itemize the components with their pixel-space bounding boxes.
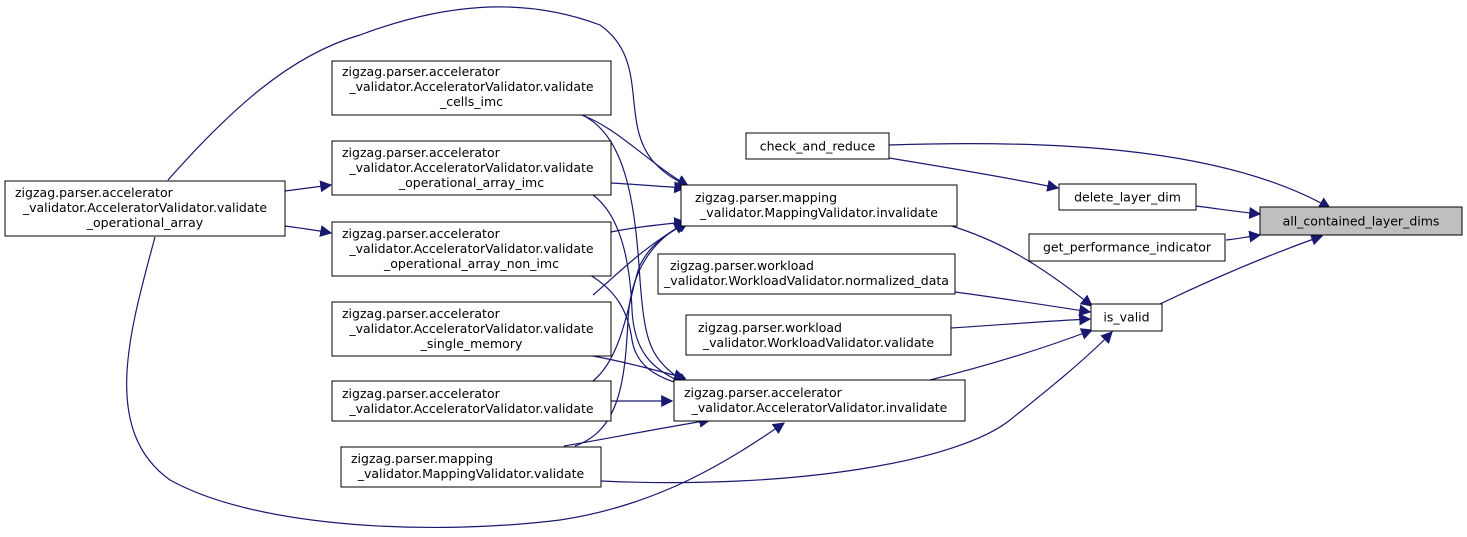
edge-op-array-imc-to-accel-invalidate bbox=[592, 194, 690, 387]
edge-cells-imc-to-mapping-invalidate bbox=[581, 114, 690, 187]
node-label-line-1: zigzag.parser.accelerator bbox=[342, 64, 501, 79]
edge-op-array-to-accel-invalidate bbox=[126, 236, 785, 529]
node-validate-operational-array-imc[interactable]: zigzag.parser.accelerator _validator.Acc… bbox=[331, 140, 612, 196]
node-validate-single-memory[interactable]: zigzag.parser.accelerator _validator.Acc… bbox=[331, 301, 612, 357]
edge-op-array-to-op-array-imc bbox=[284, 180, 333, 193]
node-mapping-invalidate[interactable]: zigzag.parser.mapping _validator.Mapping… bbox=[680, 184, 958, 227]
node-label-line-1: zigzag.parser.workload bbox=[670, 258, 814, 273]
node-label-line-3: _cells_imc bbox=[439, 94, 503, 109]
node-label: all_contained_layer_dims bbox=[1283, 214, 1440, 229]
node-label-line-3: _operational_array_non_imc bbox=[383, 256, 559, 271]
edge-workload-normalized-to-is-valid bbox=[954, 291, 1092, 317]
node-is-valid[interactable]: is_valid bbox=[1090, 303, 1163, 332]
edge-is-valid-to-root bbox=[1159, 233, 1324, 305]
node-label-line-1: zigzag.parser.accelerator bbox=[342, 145, 501, 160]
node-workload-validate[interactable]: zigzag.parser.workload _validator.Worklo… bbox=[685, 314, 952, 356]
node-label-line-2: _validator.AcceleratorValidator.validate bbox=[348, 241, 594, 256]
node-accel-invalidate[interactable]: zigzag.parser.accelerator _validator.Acc… bbox=[673, 379, 966, 422]
node-label-line-2: _validator.AcceleratorValidator.validate bbox=[348, 321, 594, 336]
node-delete-layer-dim[interactable]: delete_layer_dim bbox=[1058, 183, 1197, 211]
node-label-line-2: _validator.AcceleratorValidator.validate bbox=[348, 401, 594, 416]
edge-check-and-reduce-to-root bbox=[888, 142, 1332, 209]
edge-single-memory-to-accel-invalidate bbox=[592, 355, 687, 382]
node-label: delete_layer_dim bbox=[1074, 190, 1181, 205]
node-label-line-2: _validator.AcceleratorValidator.invalida… bbox=[691, 400, 948, 415]
node-label-line-1: zigzag.parser.mapping bbox=[695, 190, 837, 205]
node-label: get_performance_indicator bbox=[1043, 240, 1212, 255]
node-label-line-2: _validator.AcceleratorValidator.validate bbox=[22, 200, 268, 215]
node-validate-operational-array[interactable]: zigzag.parser.accelerator _validator.Acc… bbox=[4, 180, 286, 237]
node-label-line-1: zigzag.parser.mapping bbox=[351, 451, 493, 466]
edge-mapping-invalidate-to-is-valid bbox=[944, 223, 1093, 307]
node-label-line-3: _operational_array bbox=[86, 215, 204, 230]
edge-check-and-reduce-to-delete-layer-dim bbox=[888, 157, 1060, 192]
node-check-and-reduce[interactable]: check_and_reduce bbox=[745, 132, 890, 160]
node-mapping-validate[interactable]: zigzag.parser.mapping _validator.Mapping… bbox=[340, 446, 602, 488]
edge-get-performance-indicator-to-root bbox=[1225, 230, 1262, 243]
node-label-line-1: zigzag.parser.workload bbox=[698, 320, 842, 335]
edge-op-array-to-mapping-invalidate bbox=[167, 6, 690, 187]
node-label-line-3: _single_memory bbox=[420, 336, 523, 351]
edge-mapping-validate-to-accel-invalidate bbox=[563, 415, 712, 447]
edge-op-array-non-imc-to-accel-invalidate bbox=[589, 274, 690, 390]
node-label-line-3: _operational_array_imc bbox=[398, 175, 544, 190]
node-label-line-2: _validator.WorkloadValidator.normalized_… bbox=[663, 273, 949, 288]
edge-mapping-validate-to-is-valid bbox=[600, 331, 1113, 484]
node-all-contained-layer-dims[interactable]: all_contained_layer_dims bbox=[1259, 206, 1463, 236]
node-label-line-2: _validator.MappingValidator.validate bbox=[357, 466, 585, 481]
edge-workload-validate-to-is-valid bbox=[950, 313, 1092, 329]
node-label-line-1: zigzag.parser.accelerator bbox=[684, 385, 843, 400]
node-label-line-1: zigzag.parser.accelerator bbox=[342, 386, 501, 401]
node-label-line-1: zigzag.parser.accelerator bbox=[342, 306, 501, 321]
node-label-line-1: zigzag.parser.accelerator bbox=[15, 185, 174, 200]
node-label-line-2: _validator.AcceleratorValidator.validate bbox=[348, 79, 594, 94]
node-workload-normalized-data[interactable]: zigzag.parser.workload _validator.Worklo… bbox=[657, 253, 956, 295]
edge-op-array-imc-to-mapping-invalidate bbox=[610, 181, 687, 194]
node-label-line-1: zigzag.parser.accelerator bbox=[342, 226, 501, 241]
edge-delete-layer-dim-to-root bbox=[1195, 205, 1262, 219]
edge-accel-invalidate-to-is-valid bbox=[929, 328, 1094, 381]
node-label: is_valid bbox=[1103, 310, 1149, 325]
node-label: check_and_reduce bbox=[760, 139, 876, 154]
node-validate-operational-array-non-imc[interactable]: zigzag.parser.accelerator _validator.Acc… bbox=[331, 221, 612, 277]
node-validate-cells-imc[interactable]: zigzag.parser.accelerator _validator.Acc… bbox=[331, 60, 612, 116]
node-get-performance-indicator[interactable]: get_performance_indicator bbox=[1028, 233, 1226, 262]
node-label-line-2: _validator.WorkloadValidator.validate bbox=[702, 335, 935, 350]
node-label-line-2: _validator.AcceleratorValidator.validate bbox=[348, 160, 594, 175]
node-label-line-2: _validator.MappingValidator.invalidate bbox=[699, 205, 938, 220]
node-accel-validate[interactable]: zigzag.parser.accelerator _validator.Acc… bbox=[331, 380, 612, 422]
edge-op-array-to-op-array-non-imc bbox=[284, 225, 333, 237]
